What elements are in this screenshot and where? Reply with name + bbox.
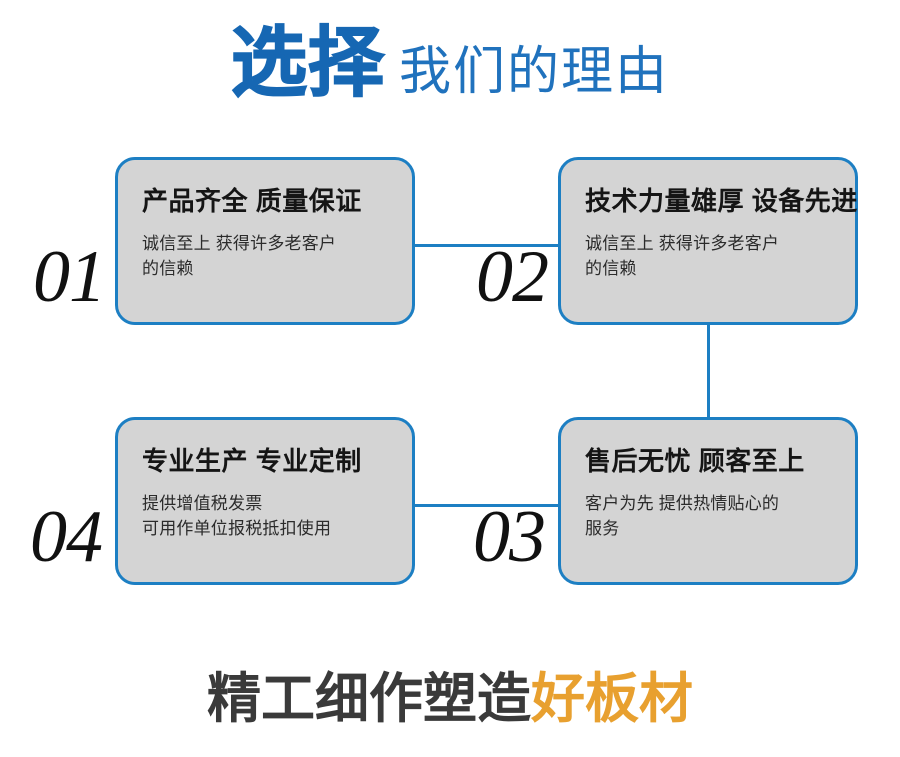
- feature-card-02[interactable]: 技术力量雄厚 设备先进 诚信至上 获得许多老客户 的信赖: [558, 157, 858, 325]
- connector-02-to-03: [707, 323, 710, 420]
- page-footer-slogan: 精工细作塑造好板材: [0, 672, 900, 726]
- page-title-emphasis: 选择: [230, 21, 385, 106]
- feature-card-03-body: 客户为先 提供热情贴心的 服务: [585, 494, 780, 539]
- footer-slogan-primary: 精工细作塑造: [207, 669, 531, 729]
- step-number-01: 01: [33, 236, 106, 318]
- step-number-04: 04: [30, 496, 103, 578]
- page-title: 选择我们的理由: [0, 25, 900, 103]
- step-number-02: 02: [476, 236, 549, 318]
- feature-card-04-body: 提供增值税发票 可用作单位报税抵扣使用: [142, 494, 332, 539]
- step-number-03: 03: [473, 496, 546, 578]
- footer-slogan-accent: 好板材: [531, 669, 693, 729]
- feature-card-03[interactable]: 售后无忧 顾客至上 客户为先 提供热情贴心的 服务: [558, 417, 858, 585]
- feature-card-01-title: 产品齐全 质量保证: [142, 186, 362, 216]
- page-title-subtext: 我们的理由: [398, 43, 669, 101]
- connector-01-to-02: [415, 244, 561, 247]
- feature-card-01[interactable]: 产品齐全 质量保证 诚信至上 获得许多老客户 的信赖: [115, 157, 415, 325]
- feature-card-04-title: 专业生产 专业定制: [142, 446, 362, 476]
- feature-card-04[interactable]: 专业生产 专业定制 提供增值税发票 可用作单位报税抵扣使用: [115, 417, 415, 585]
- connector-04-to-03: [415, 504, 561, 507]
- feature-card-03-title: 售后无忧 顾客至上: [585, 446, 805, 476]
- feature-card-01-body: 诚信至上 获得许多老客户 的信赖: [142, 234, 337, 279]
- feature-card-02-body: 诚信至上 获得许多老客户 的信赖: [585, 234, 780, 279]
- feature-card-02-title: 技术力量雄厚 设备先进: [585, 186, 858, 216]
